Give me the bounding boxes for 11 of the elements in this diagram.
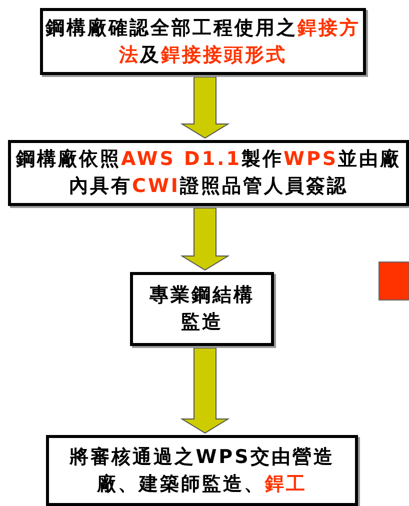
process-box xyxy=(40,8,366,75)
process-box xyxy=(130,272,274,346)
block-arrow xyxy=(180,348,230,434)
step-text: 鋼構廠依照AWS D1.1製作WPS並由廠內具有CWI證照品管人員簽認 xyxy=(14,147,402,199)
block-arrow xyxy=(180,76,230,139)
process-box xyxy=(8,140,409,206)
step-text: 將審核通過之WPS交由營造廠、建築師監造、銲工 xyxy=(68,444,336,496)
process-box xyxy=(46,435,358,506)
block-arrow xyxy=(180,208,230,271)
step-text: 鋼構廠確認全部工程使用之銲接方法及銲接接頭形式 xyxy=(44,16,362,68)
step-text: 專業鋼結構監造 xyxy=(148,283,256,335)
